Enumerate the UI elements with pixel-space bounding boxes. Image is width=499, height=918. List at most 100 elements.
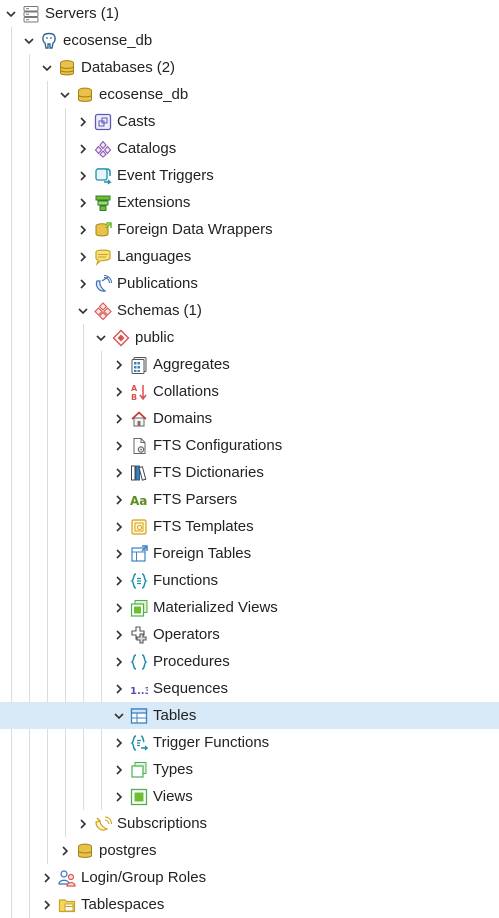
chevron-right-icon[interactable] [77,278,89,290]
tree-node-ecosense-db[interactable]: ecosense_db [0,81,499,108]
chevron-right-icon[interactable] [113,656,125,668]
chevron-right-icon[interactable] [113,467,125,479]
chevron-right-icon[interactable] [77,224,89,236]
tree-node-materialized-views[interactable]: Materialized Views [0,594,499,621]
chevron-right-icon[interactable] [113,440,125,452]
foreign-data-wrappers-icon [95,222,112,237]
chevron-right-icon[interactable] [113,548,125,560]
tree-node-types[interactable]: Types [0,756,499,783]
chevron-right-icon[interactable] [77,170,89,182]
tree-node-functions[interactable]: Functions [0,567,499,594]
tree-node-label: Casts [117,113,156,130]
tree-node-domains[interactable]: Domains [0,405,499,432]
tree-node-subscriptions[interactable]: Subscriptions [0,810,499,837]
tree-node-label: public [135,329,175,346]
chevron-down-icon[interactable] [113,710,125,722]
tree-node-operators[interactable]: Operators [0,621,499,648]
tree-node-label: Servers [45,5,97,22]
tree-node-postgres[interactable]: postgres [0,837,499,864]
svg-text:1..3: 1..3 [130,686,148,697]
tree-node-tables[interactable]: Tables [0,702,499,729]
tree-node-fts-dictionaries[interactable]: FTS Dictionaries [0,459,499,486]
tree-node-label: Catalogs [117,140,177,157]
tree-node-login-group-roles[interactable]: Login/Group Roles [0,864,499,891]
tree-node-label: Login/Group Roles [81,869,207,886]
tree-node-label: Collations [153,383,219,400]
tree-node-tablespaces[interactable]: Tablespaces [0,891,499,918]
chevron-right-icon[interactable] [113,521,125,533]
tree-node-schemas[interactable]: Schemas(1) [0,297,499,324]
tree-node-label: Foreign Data Wrappers [117,221,273,238]
tree-node-aggregates[interactable]: Aggregates [0,351,499,378]
postgres-elephant-icon [42,32,56,49]
chevron-down-icon[interactable] [59,89,71,101]
tree-node-casts[interactable]: Casts [0,108,499,135]
tree-node-languages[interactable]: Languages [0,243,499,270]
tree-node-label: Operators [153,626,220,643]
tree-node-foreign-data-wrappers[interactable]: Foreign Data Wrappers [0,216,499,243]
tree-node-label: Views [153,788,193,805]
tree-node-public[interactable]: public [0,324,499,351]
collations-icon: AB [131,384,147,401]
chevron-right-icon[interactable] [113,359,125,371]
foreign-tables-icon [131,545,148,562]
schema-icon [112,329,130,347]
languages-icon [95,249,111,266]
chevron-right-icon[interactable] [113,494,125,506]
tree-node-foreign-tables[interactable]: Foreign Tables [0,540,499,567]
tree-node-procedures[interactable]: Procedures [0,648,499,675]
casts-icon [94,113,112,131]
chevron-down-icon[interactable] [41,62,53,74]
svg-text:Aa: Aa [130,494,147,508]
chevron-right-icon[interactable] [77,197,89,209]
chevron-right-icon[interactable] [77,818,89,830]
chevron-right-icon[interactable] [41,872,53,884]
tree-node-fts-configurations[interactable]: FTS Configurations [0,432,499,459]
tree-node-label: Trigger Functions [153,734,270,751]
tables-icon [130,708,148,724]
chevron-down-icon[interactable] [95,332,107,344]
tree-node-event-triggers[interactable]: Event Triggers [0,162,499,189]
svg-text:A: A [131,384,138,393]
chevron-down-icon[interactable] [5,8,17,20]
chevron-right-icon[interactable] [113,737,125,749]
chevron-right-icon[interactable] [113,791,125,803]
tree-node-views[interactable]: Views [0,783,499,810]
tree-node-label: ecosense_db [63,32,153,49]
chevron-right-icon[interactable] [113,386,125,398]
domains-icon [131,411,147,427]
tree-node-label: FTS Templates [153,518,254,535]
materialized-views-icon [130,600,148,617]
tree-node-sequences[interactable]: 1..3Sequences [0,675,499,702]
chevron-right-icon[interactable] [113,764,125,776]
chevron-right-icon[interactable] [77,116,89,128]
chevron-down-icon[interactable] [23,35,35,47]
tree-node-label: Tables [153,707,197,724]
tree-node-label: FTS Dictionaries [153,464,264,481]
tree-node-label: Aggregates [153,356,230,373]
tree-guide-line [47,81,48,864]
tree-node-servers[interactable]: Servers(1) [0,0,499,27]
tree-node-fts-templates[interactable]: FTS Templates [0,513,499,540]
chevron-right-icon[interactable] [77,143,89,155]
chevron-right-icon[interactable] [41,899,53,911]
chevron-right-icon[interactable] [113,683,125,695]
chevron-right-icon[interactable] [113,602,125,614]
chevron-right-icon[interactable] [113,575,125,587]
aggregates-icon [131,357,147,374]
tree-node-catalogs[interactable]: Catalogs [0,135,499,162]
chevron-right-icon[interactable] [113,413,125,425]
types-icon [131,762,147,778]
tree-node-trigger-functions[interactable]: Trigger Functions [0,729,499,756]
tree-node-ecosense-db[interactable]: ecosense_db [0,27,499,54]
fts-dictionaries-icon [131,465,147,481]
chevron-right-icon[interactable] [113,629,125,641]
tree-node-extensions[interactable]: Extensions [0,189,499,216]
tree-node-databases[interactable]: Databases(2) [0,54,499,81]
tree-node-publications[interactable]: Publications [0,270,499,297]
chevron-down-icon[interactable] [77,305,89,317]
chevron-right-icon[interactable] [77,251,89,263]
chevron-right-icon[interactable] [59,845,71,857]
